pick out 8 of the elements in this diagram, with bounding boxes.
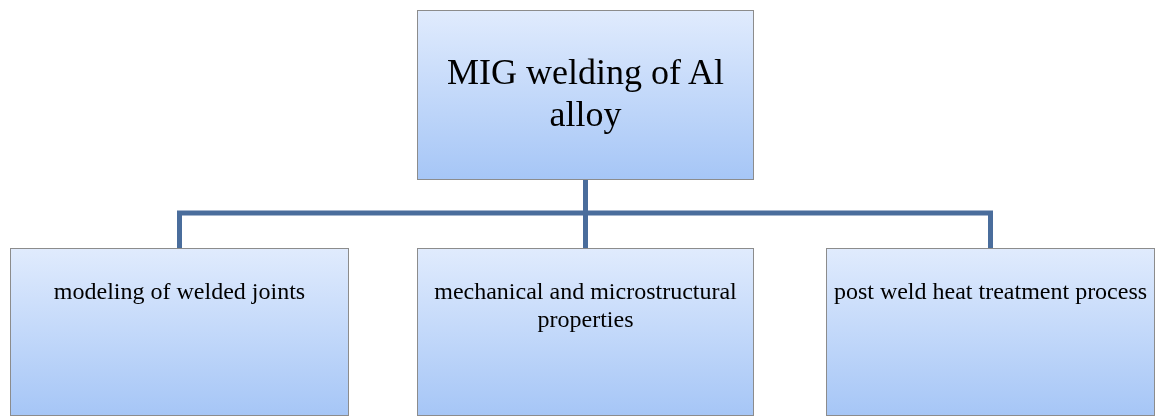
topic-box <box>826 248 1155 416</box>
topic-text: MIG welding of Al alloy <box>446 51 725 135</box>
topic-box <box>10 248 349 416</box>
topic-text: post weld heat treatment process <box>833 277 1148 305</box>
topic-box <box>417 248 754 416</box>
topic-text: modeling of welded joints <box>53 277 306 305</box>
topic-box <box>417 10 754 180</box>
topic-text: mechanical and microstructural properties <box>433 277 738 333</box>
